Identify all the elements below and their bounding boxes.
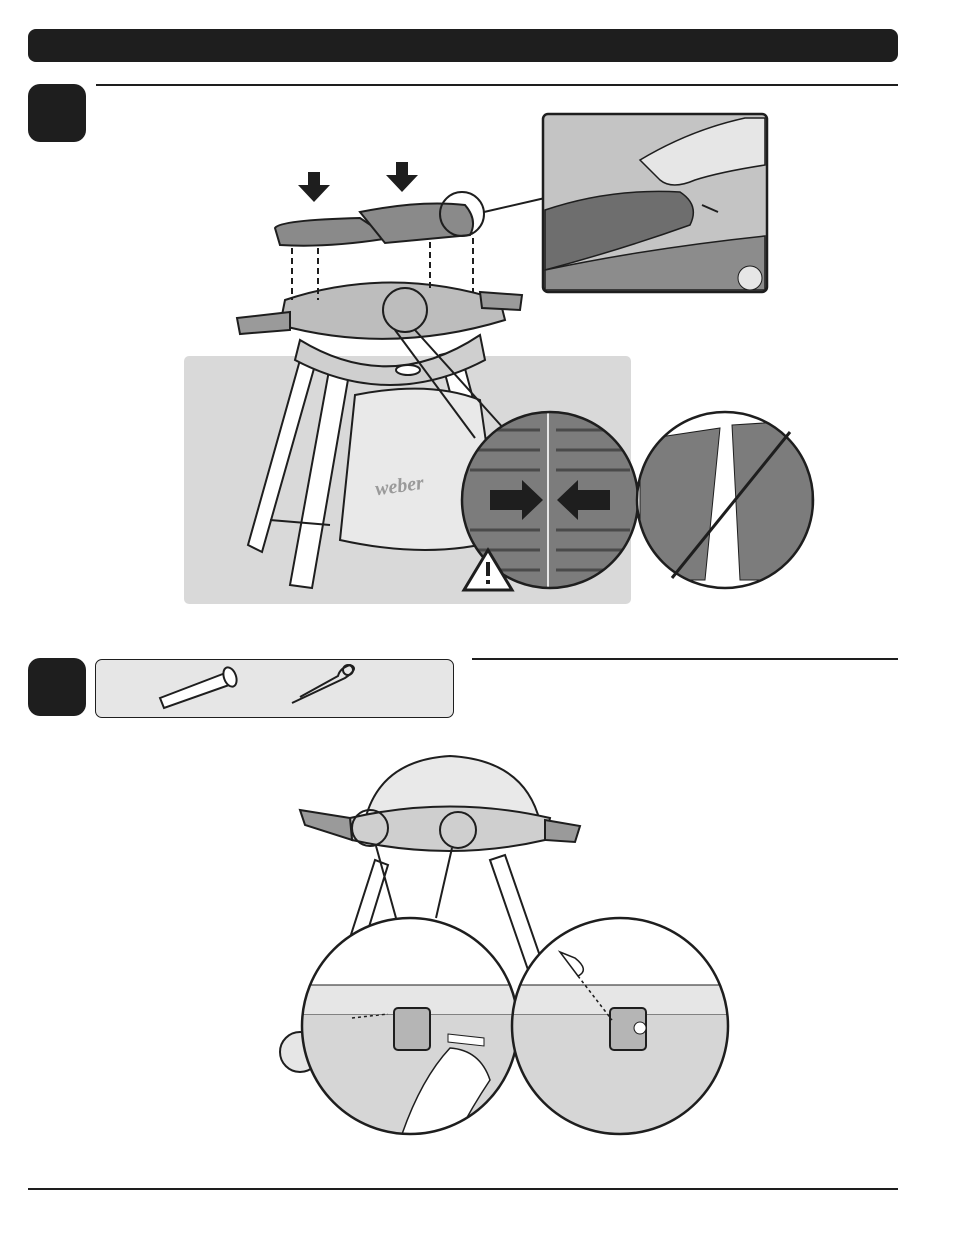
callout-circle [439, 811, 477, 849]
hand-icon [638, 117, 766, 186]
hand-icon [398, 1047, 491, 1134]
step-2-badge [28, 658, 86, 716]
callout-circle [351, 809, 389, 847]
incorrect-alignment-detail [637, 412, 813, 588]
step-2-rule [472, 658, 898, 660]
callout-circle [382, 287, 428, 333]
grate-placement-inset [541, 112, 769, 294]
arrow-icon [701, 204, 719, 213]
footer-rule [28, 1188, 898, 1190]
hair-pin-clip-icon [291, 663, 355, 704]
push-arrow-icon [490, 480, 543, 520]
wrong-slash-icon [670, 431, 792, 579]
callout-circle [439, 191, 485, 237]
clip-detail-circle [510, 916, 730, 1136]
incorrect-detail-circle [635, 410, 815, 590]
parts-box [95, 659, 454, 718]
callout-line [435, 847, 453, 919]
clevis-pin-icon [158, 666, 238, 710]
down-arrow-icon [298, 172, 330, 202]
callout-line [414, 329, 506, 431]
step-1-rule [96, 84, 898, 86]
step-1-badge [28, 84, 86, 142]
down-arrow-icon [386, 162, 418, 192]
callout-line [483, 197, 546, 213]
callout-line [394, 329, 476, 439]
section-header-bar [28, 29, 898, 62]
callout-line [375, 845, 397, 919]
warning-triangle-icon [461, 547, 515, 592]
push-arrow-icon [557, 480, 610, 520]
grates-illustration [273, 202, 475, 300]
clip-insert-detail [512, 918, 728, 1134]
